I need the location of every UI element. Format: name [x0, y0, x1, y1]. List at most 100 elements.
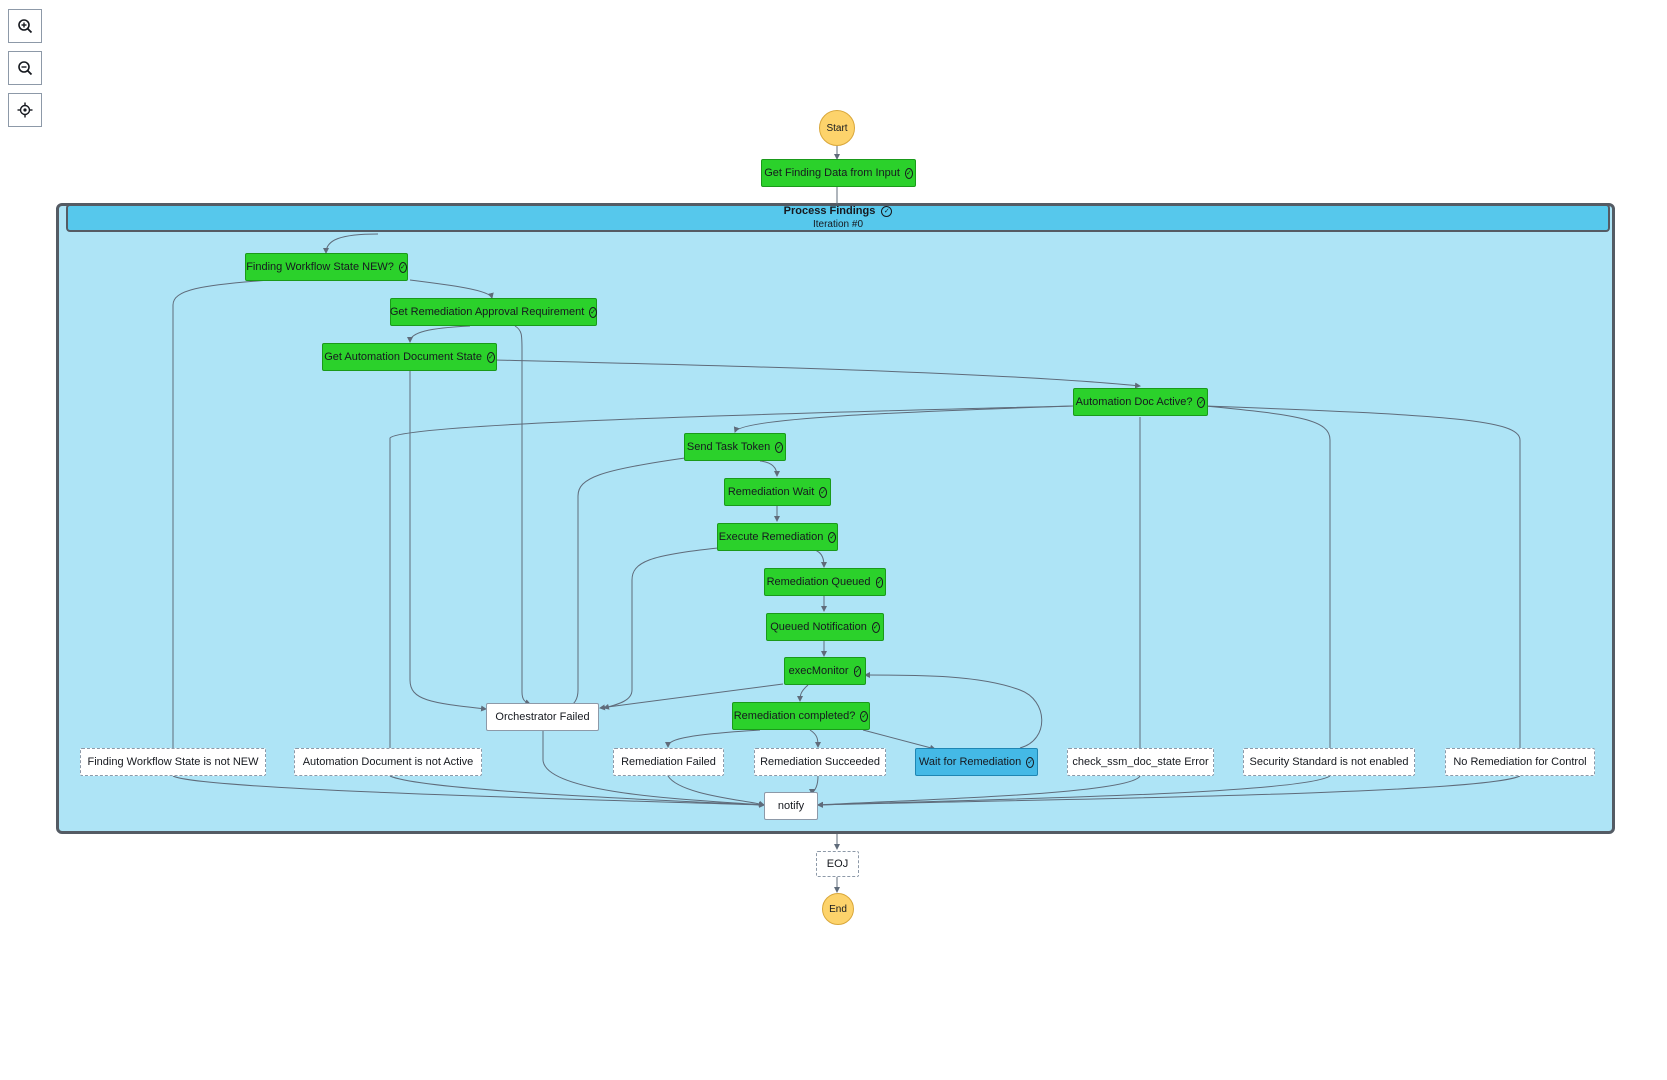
check-circle-icon: ✓: [486, 351, 495, 363]
check-circle-icon: ✓: [853, 665, 862, 677]
edge: [817, 775, 1141, 808]
state-remediation-wait[interactable]: Remediation Wait ✓: [724, 478, 831, 506]
zoom-in-button[interactable]: [8, 9, 42, 43]
state-label: Remediation Succeeded: [760, 756, 880, 768]
state-label: Get Finding Data from Input: [764, 167, 900, 179]
zoom-in-icon: [18, 19, 33, 34]
state-label: check_ssm_doc_state Error: [1072, 756, 1209, 768]
edge: [542, 731, 765, 808]
edge: [387, 405, 1074, 763]
edge: [567, 457, 686, 709]
check-circle-icon: ✓: [819, 486, 828, 498]
state-label: Remediation completed?: [733, 710, 856, 722]
state-label: Remediation Queued: [766, 576, 871, 588]
state-finding-workflow-new[interactable]: Finding Workflow State NEW? ✓: [245, 253, 408, 281]
edge: [1204, 405, 1523, 763]
edge: [862, 729, 936, 751]
state-execute-remediation[interactable]: Execute Remediation ✓: [717, 523, 838, 551]
state-remediation-queued[interactable]: Remediation Queued ✓: [764, 568, 886, 596]
state-get-remediation-approval[interactable]: Get Remediation Approval Requirement✓: [390, 298, 598, 326]
state-label: Get Automation Document State: [324, 351, 482, 363]
edge: [1204, 405, 1333, 763]
state-label: Security Standard is not enabled: [1249, 756, 1409, 768]
start-state[interactable]: Start: [819, 110, 855, 146]
map-state-header[interactable]: Process Findings ✓ Iteration #0: [66, 204, 1610, 232]
state-label: notify: [777, 800, 805, 812]
edge: [409, 371, 487, 712]
state-no-remediation[interactable]: No Remediation for Control: [1445, 748, 1595, 776]
edge: [495, 359, 1141, 389]
state-eoj[interactable]: EOJ: [816, 851, 859, 877]
check-circle-icon: ✓: [398, 261, 407, 273]
edge: [817, 775, 1521, 808]
state-orchestrator-failed[interactable]: Orchestrator Failed: [486, 703, 599, 731]
edge: [814, 549, 827, 568]
state-wait-for-remediation[interactable]: Wait for Remediation ✓: [915, 748, 1038, 776]
edge: [864, 672, 1043, 749]
edge: [170, 279, 271, 763]
state-label: Send Task Token: [686, 441, 771, 453]
state-label: No Remediation for Control: [1453, 756, 1587, 768]
edge: [603, 547, 719, 710]
state-label: Automation Doc Active?: [1075, 396, 1193, 408]
state-exec-monitor[interactable]: execMonitor ✓: [784, 657, 866, 685]
end-label: End: [829, 903, 847, 915]
state-send-task-token[interactable]: Send Task Token ✓: [684, 433, 786, 461]
check-circle-icon: ✓: [589, 306, 598, 318]
edge: [667, 775, 765, 807]
edge: [797, 684, 809, 702]
state-label: Finding Workflow State is not NEW: [87, 756, 259, 768]
map-state-title: Process Findings: [783, 205, 876, 217]
edge: [409, 279, 494, 299]
state-standard-not-enabled[interactable]: Security Standard is not enabled: [1243, 748, 1415, 776]
edge: [809, 729, 821, 748]
map-iteration-label: Iteration #0: [812, 219, 864, 230]
edge: [407, 325, 471, 343]
state-label: Remediation Failed: [621, 756, 716, 768]
check-circle-icon: ✓: [881, 206, 893, 217]
state-queued-notification[interactable]: Queued Notification ✓: [766, 613, 884, 641]
state-label: execMonitor: [788, 665, 849, 677]
zoom-out-icon: [18, 61, 33, 76]
state-label: Automation Document is not Active: [302, 756, 474, 768]
state-remediation-completed[interactable]: Remediation completed? ✓: [732, 702, 870, 730]
state-label: Wait for Remediation: [918, 756, 1022, 768]
edge: [759, 460, 780, 477]
state-automation-doc-active[interactable]: Automation Doc Active?✓: [1073, 388, 1208, 416]
state-doc-not-active[interactable]: Automation Document is not Active: [294, 748, 482, 776]
state-remediation-failed[interactable]: Remediation Failed: [613, 748, 724, 776]
state-get-automation-doc-state[interactable]: Get Automation Document State ✓: [322, 343, 497, 371]
state-remediation-succeeded[interactable]: Remediation Succeeded: [754, 748, 886, 776]
state-get-finding-data[interactable]: Get Finding Data from Input ✓: [761, 159, 916, 187]
check-circle-icon: ✓: [871, 621, 880, 633]
edge: [733, 405, 1074, 433]
center-button[interactable]: [8, 93, 42, 127]
state-label: Queued Notification: [770, 621, 867, 633]
edge: [665, 729, 761, 748]
check-circle-icon: ✓: [775, 441, 784, 453]
state-label: Remediation Wait: [727, 486, 815, 498]
state-notify[interactable]: notify: [764, 792, 818, 820]
check-circle-icon: ✓: [904, 167, 913, 179]
center-icon: [17, 102, 33, 118]
state-label: Orchestrator Failed: [495, 711, 590, 723]
check-circle-icon: ✓: [1026, 756, 1035, 768]
state-ssm-doc-state-error[interactable]: check_ssm_doc_state Error: [1067, 748, 1214, 776]
edge: [599, 683, 784, 711]
check-circle-icon: ✓: [875, 576, 884, 588]
state-label: Execute Remediation: [718, 531, 824, 543]
edge: [389, 775, 765, 808]
state-finding-not-new[interactable]: Finding Workflow State is not NEW: [80, 748, 266, 776]
state-label: Finding Workflow State NEW?: [246, 261, 394, 273]
check-circle-icon: ✓: [828, 531, 837, 543]
edge: [323, 233, 379, 254]
edge: [172, 775, 765, 808]
check-circle-icon: ✓: [860, 710, 869, 722]
edge: [514, 325, 531, 705]
end-state[interactable]: End: [822, 893, 854, 925]
edge: [817, 775, 1331, 808]
start-label: Start: [826, 122, 848, 134]
zoom-out-button[interactable]: [8, 51, 42, 85]
state-label: EOJ: [826, 858, 849, 870]
